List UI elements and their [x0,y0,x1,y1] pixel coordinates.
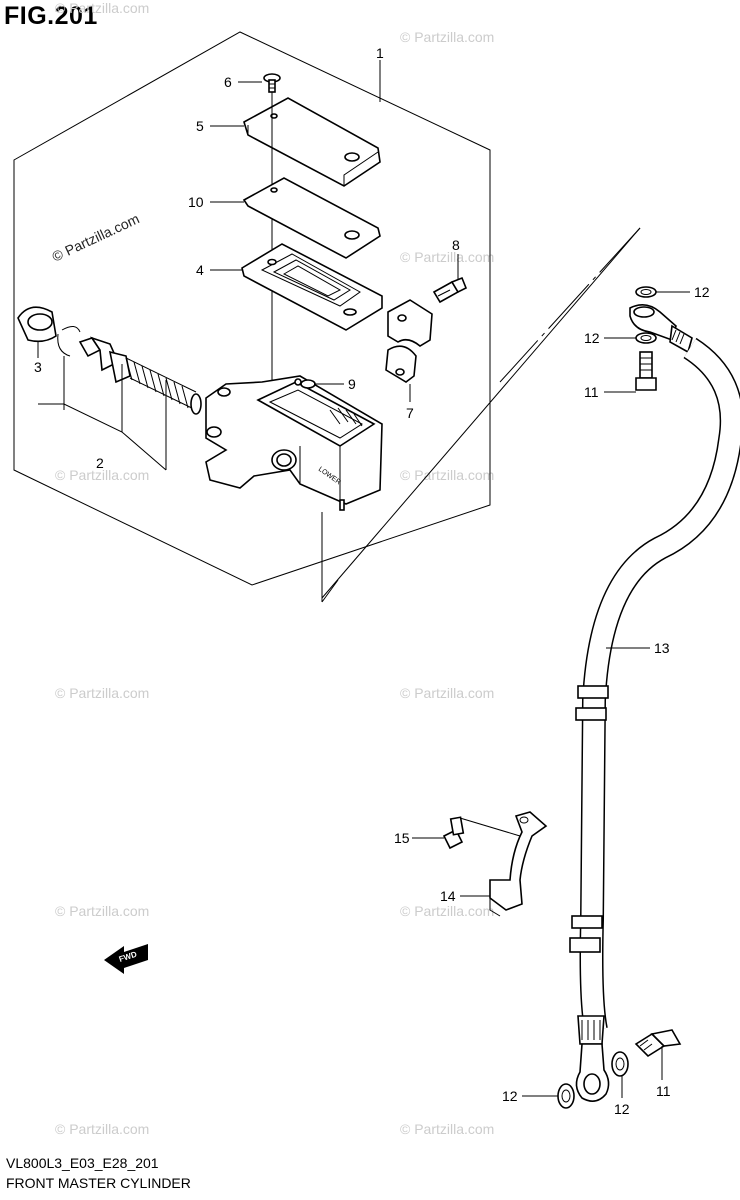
watermark: © Partzilla.com [55,1121,149,1137]
banjo-fitting-bottom [575,1043,610,1102]
brake-hose-part-13 [569,337,740,1045]
diagram-caption: FRONT MASTER CYLINDER [6,1175,191,1191]
guide-line [499,227,641,383]
fwd-arrow-icon: FWD [104,944,148,974]
screw-part-6 [263,73,281,93]
callout-12-bottom-right: 12 [614,1101,630,1117]
washer-part-12-top [635,286,657,298]
callout-5: 5 [196,118,204,134]
callout-4: 4 [196,262,204,278]
piston-set-part-2 [78,336,202,415]
watermark: © Partzilla.com [400,249,494,265]
watermark: © Partzilla.com [55,467,149,483]
watermark: © Partzilla.com [55,903,149,919]
union-bolt-part-11-top [635,351,657,391]
callout-8: 8 [452,237,460,253]
watermark: © Partzilla.com [400,685,494,701]
dust-boot-part-3 [17,306,57,343]
callout-13: 13 [654,640,670,656]
screw-part-9 [294,378,316,389]
watermark: © Partzilla.com [400,1121,494,1137]
bolt-part-15 [442,816,465,850]
washer-part-12-bottom-left [557,1083,575,1109]
washer-part-12-mid [635,332,657,344]
callout-12-bottom-left: 12 [502,1088,518,1104]
callout-9: 9 [348,376,356,392]
clamp-bolt-part-8 [432,276,468,304]
guide-line-long [321,227,641,599]
watermark: © Partzilla.com [400,903,494,919]
callout-11-top: 11 [584,384,599,400]
circlip [57,326,81,357]
hose-guide-part-14 [489,811,548,917]
callout-7: 7 [406,405,414,421]
watermark: © Partzilla.com [55,685,149,701]
watermark: © Partzilla.com [50,210,142,264]
diaphragm-part-4 [241,243,383,331]
master-cylinder-body: LOWER [205,375,383,511]
callout-11-bottom: 11 [656,1083,671,1099]
handlebar-clamp-part-7 [385,299,433,383]
banjo-fitting-top [629,304,693,354]
callout-2: 2 [96,455,104,471]
assembly-outline [13,31,491,586]
watermark-group: © Partzilla.com © Partzilla.com © Partzi… [50,0,495,1137]
callout-6: 6 [224,74,232,90]
figure-title: FIG.201 [4,2,98,30]
callout-14: 14 [440,888,456,904]
callout-10: 10 [188,194,204,210]
reservoir-cap-part-5 [243,97,381,187]
callout-12-mid: 12 [584,330,600,346]
watermark: © Partzilla.com [55,0,149,16]
diaphragm-plate-part-10 [242,177,381,259]
callout-12-top: 12 [694,284,710,300]
union-bolt-part-11-bottom [634,1029,682,1058]
callout-1: 1 [376,45,384,61]
callout-15: 15 [394,830,410,846]
watermark: © Partzilla.com [400,29,494,45]
washer-part-12-bottom-right [611,1051,629,1077]
callout-3: 3 [34,359,42,375]
watermark: © Partzilla.com [400,467,494,483]
diagram-code: VL800L3_E03_E28_201 [6,1155,159,1171]
